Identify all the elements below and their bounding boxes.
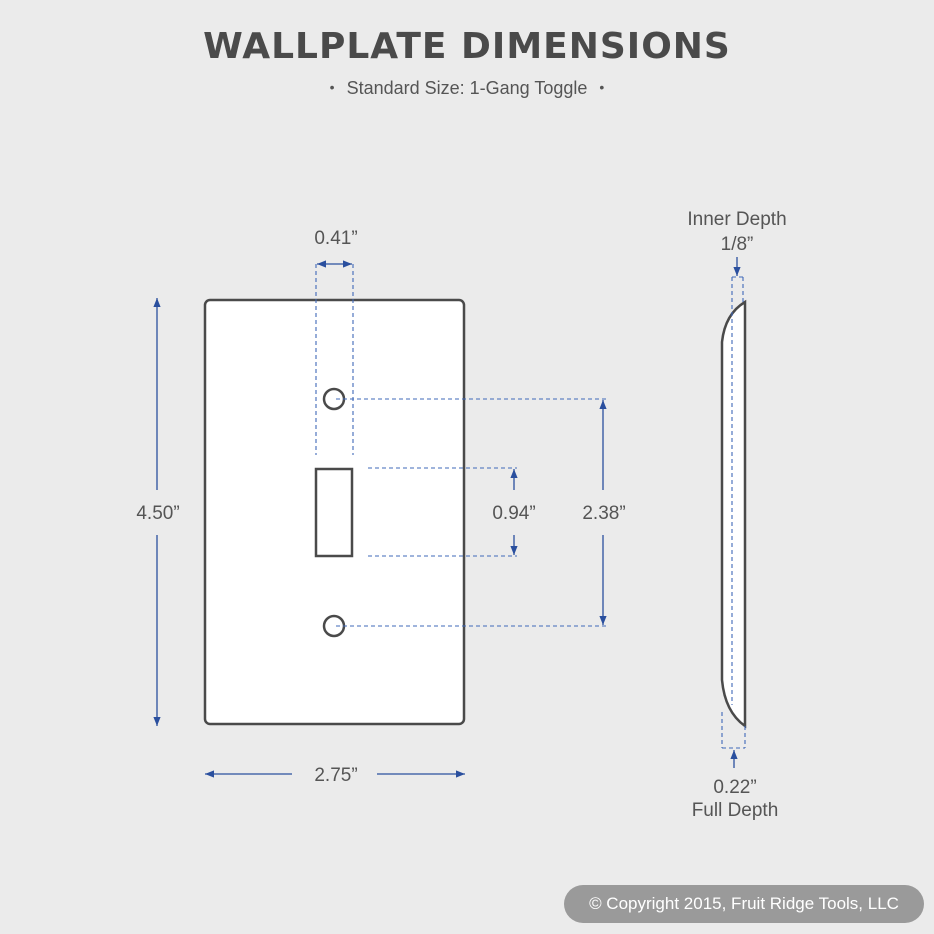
page-title: WALLPLATE DIMENSIONS: [203, 26, 731, 67]
front-view: 0.41” 4.50” 2.75” 0.94” 2.38”: [136, 228, 625, 786]
height-label: 4.50”: [136, 503, 179, 524]
inner-depth-value: 1/8”: [721, 234, 754, 255]
width-label: 2.75”: [314, 765, 357, 786]
top-screw-hole: [322, 387, 346, 411]
opening-width-label: 0.41”: [314, 228, 357, 249]
page-subtitle: • Standard Size: 1-Gang Toggle •: [0, 78, 934, 99]
bottom-screw-hole: [322, 614, 346, 638]
side-view: Inner Depth 1/8” 0.22” Full Depth: [687, 209, 786, 821]
inner-depth-label: Inner Depth: [687, 209, 786, 230]
copyright-badge: © Copyright 2015, Fruit Ridge Tools, LLC: [564, 885, 924, 923]
bullet-right: •: [599, 79, 605, 95]
full-depth-label: Full Depth: [692, 800, 779, 821]
subtitle-text: Standard Size: 1-Gang Toggle: [346, 78, 588, 98]
bullet-left: •: [329, 79, 335, 95]
wallplate-side-profile: [720, 299, 747, 729]
full-depth-value: 0.22”: [713, 777, 756, 798]
toggle-opening: [314, 467, 354, 558]
toggle-height-label: 0.94”: [492, 503, 535, 524]
screw-spacing-label: 2.38”: [582, 503, 625, 524]
